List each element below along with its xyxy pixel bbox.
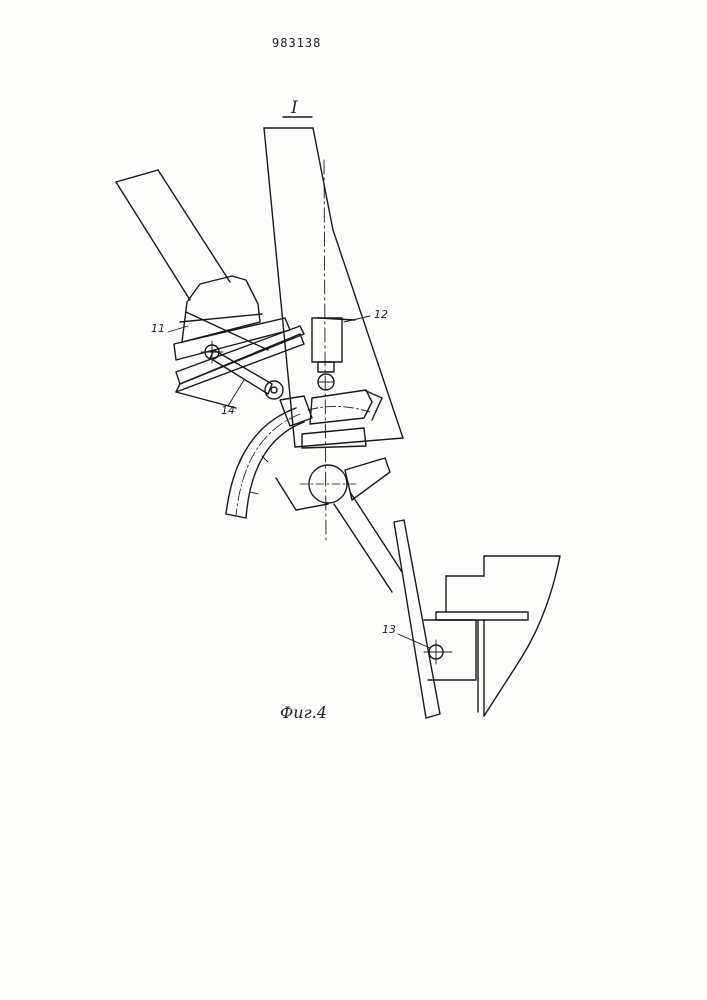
leader-lines (168, 316, 430, 648)
document-number: 983138 (272, 36, 321, 50)
callout-12: 12 (374, 308, 388, 321)
callout-11: 11 (151, 322, 165, 335)
view-mark: I (291, 98, 298, 118)
pivot-13 (424, 640, 452, 664)
callout-13: 13 (382, 623, 396, 636)
guide-arc (226, 396, 312, 518)
upper-sector-block (302, 390, 382, 448)
base-frame (424, 556, 560, 716)
cylinder-12 (312, 318, 342, 390)
figure-caption: Фиг.4 (280, 703, 327, 722)
lower-lever (276, 458, 440, 718)
callout-14: 14 (221, 404, 235, 417)
vertical-center-line (324, 160, 326, 540)
